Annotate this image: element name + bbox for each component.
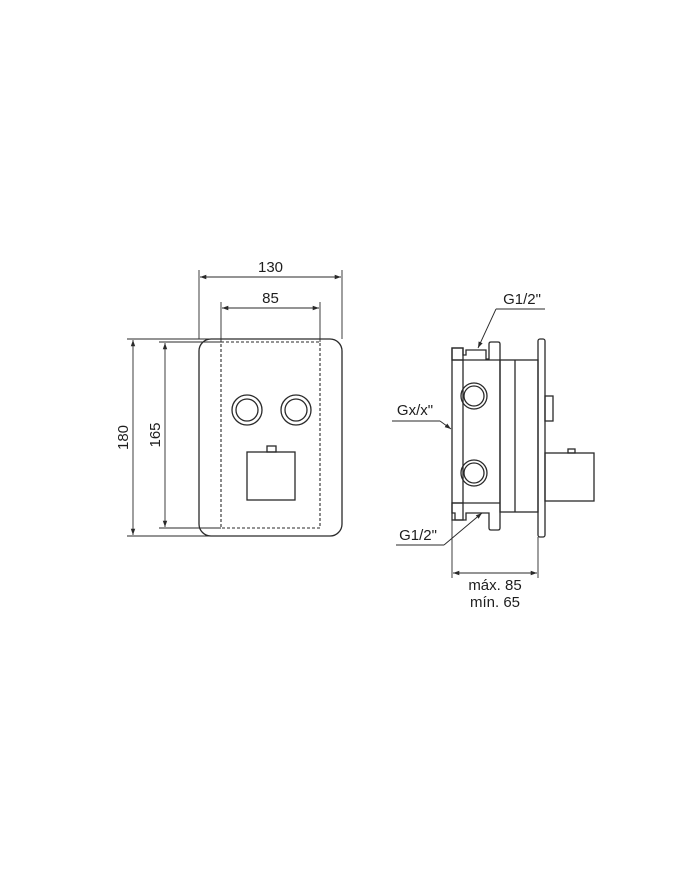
recess-outline (220, 341, 321, 529)
top-inlet-icon (460, 382, 488, 410)
handle-side (544, 452, 595, 502)
front-view: 130 85 180 165 (115, 259, 343, 537)
dimension-inner-width: 85 (220, 290, 321, 342)
leader-bottom-connection: G1/2" (396, 512, 483, 546)
bottom-left-lug (451, 502, 464, 521)
dimension-overall-width: 130 (198, 259, 343, 339)
valve-body (451, 341, 501, 531)
dimension-inner-height: 165 (147, 341, 221, 529)
top-left-lug (451, 347, 464, 361)
depth-min-label: mín. 65 (470, 594, 520, 611)
dim-165-label: 165 (147, 422, 164, 447)
handle-knob (567, 448, 576, 454)
side-connection-label: Gx/x" (397, 402, 433, 419)
cartridge-housing (499, 359, 539, 513)
top-connection-label: G1/2" (503, 291, 541, 308)
leader-side-connection: Gx/x" (392, 402, 452, 430)
bottom-inlet-icon (460, 459, 488, 487)
right-button-icon (280, 394, 312, 426)
thermostat-handle (246, 445, 296, 501)
dim-180-label: 180 (115, 425, 132, 450)
button-protrusion (544, 395, 554, 422)
dimension-depth: máx. 85 mín. 65 (451, 520, 539, 611)
bottom-connection-label: G1/2" (399, 527, 437, 544)
dimension-overall-height: 180 (115, 338, 212, 537)
side-view: G1/2" Gx/x" G1/2" máx. 85 mín. 65 (392, 291, 595, 611)
dim-85-label: 85 (262, 290, 279, 307)
left-button-icon (231, 394, 263, 426)
cover-plate (537, 338, 546, 538)
depth-max-label: máx. 85 (468, 577, 521, 594)
leader-top-connection: G1/2" (477, 291, 545, 349)
front-plate (198, 338, 343, 537)
dim-130-label: 130 (258, 259, 283, 276)
